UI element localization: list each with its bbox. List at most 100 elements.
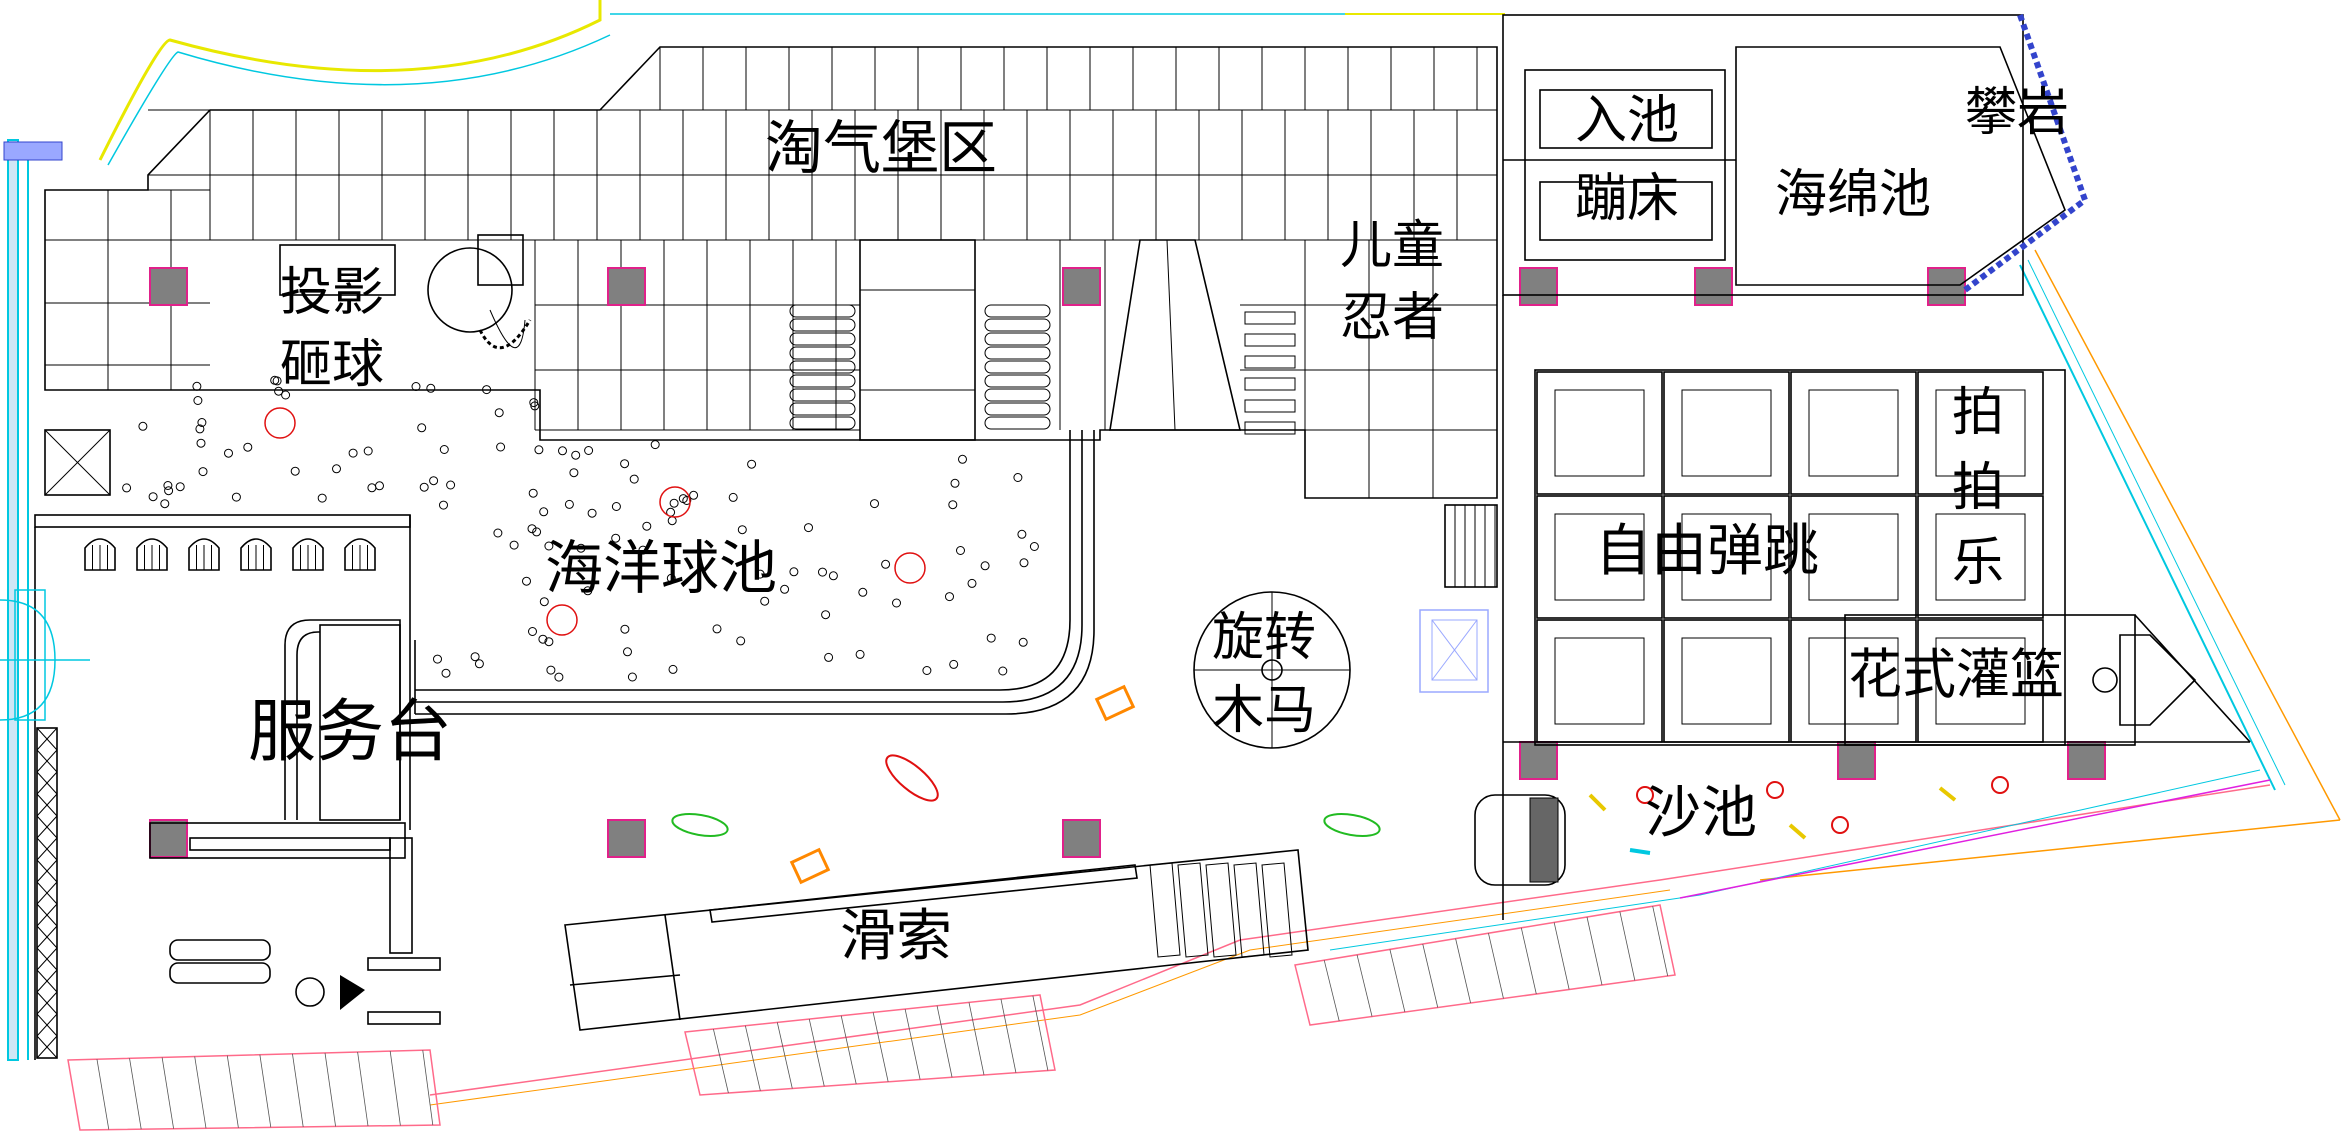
trampoline-cell [1536, 371, 1663, 495]
trampoline-pad [1554, 637, 1645, 725]
ball [532, 527, 542, 537]
ball [163, 481, 173, 490]
toys [671, 684, 2009, 885]
label-ruchi: 入池 [1575, 91, 1679, 151]
label-fuwutai: 服务台 [248, 693, 452, 772]
trampoline-pad [1554, 513, 1645, 601]
ball [122, 483, 132, 493]
ball [528, 488, 538, 498]
ninja-step [1244, 377, 1296, 391]
stair-step [984, 388, 1051, 402]
ball [558, 446, 567, 456]
window-mullion [357, 1051, 369, 1127]
window-mullion [1553, 922, 1570, 990]
ball [611, 502, 621, 511]
window-mullion [324, 1052, 336, 1127]
column [1927, 267, 1966, 306]
trampoline-cell [1536, 495, 1663, 619]
ball [197, 418, 207, 427]
column [1062, 267, 1101, 306]
outer-walls [3, 0, 2341, 1106]
ball [439, 445, 449, 454]
ball [274, 386, 284, 396]
ball [712, 624, 722, 634]
window-mullion [744, 1025, 761, 1091]
ball [433, 654, 442, 664]
column [1694, 267, 1733, 306]
label-renzhe: 忍者 [1340, 288, 1444, 348]
projector-dome [279, 234, 532, 350]
ball [728, 492, 738, 502]
ball [493, 528, 503, 538]
ninja-step [1244, 399, 1296, 413]
ball [539, 507, 549, 517]
ball [650, 440, 660, 450]
seat [188, 538, 220, 571]
zone-labels: 淘气堡区 投影 砸球 儿童 忍者 入池 蹦床 海绵池 攀岩 拍 拍 乐 自由弹跳… [248, 83, 2069, 969]
ball [243, 442, 253, 452]
ball [175, 482, 185, 492]
columns [149, 267, 2106, 858]
label-shachi: 沙池 [1645, 781, 1757, 846]
window-mullion [1488, 933, 1504, 999]
zipline-pad [1149, 862, 1181, 958]
ball [530, 401, 540, 411]
label-haiyang: 海洋球池 [545, 534, 777, 602]
window-mullion [1323, 960, 1340, 1022]
ball [429, 476, 439, 486]
ball [870, 499, 879, 509]
window-mullion [1586, 916, 1603, 986]
ball [689, 490, 699, 500]
ball [967, 578, 977, 588]
window-bay [1294, 904, 1676, 1026]
ninja-step [1244, 355, 1296, 369]
carousel [1193, 591, 1351, 749]
ball [620, 459, 630, 469]
ball [583, 586, 593, 596]
ball [584, 446, 594, 455]
service-area [0, 429, 441, 1060]
ball [669, 498, 679, 508]
ball [546, 665, 556, 675]
stair-step [789, 346, 856, 360]
label-huashi: 花式灌篮 [1848, 643, 2064, 706]
window-mullion [389, 1051, 401, 1126]
ball-pool-balls [122, 375, 1039, 682]
trampoline-cell [1790, 371, 1917, 495]
ball [1018, 637, 1028, 647]
window-mullion [259, 1054, 272, 1128]
trampoline-cell [1917, 371, 2044, 495]
stair-step [984, 346, 1051, 360]
window-mullion [1455, 938, 1471, 1004]
ball [419, 482, 429, 492]
ball [426, 383, 436, 393]
column [149, 267, 188, 306]
ball [348, 448, 358, 458]
seat [84, 538, 116, 571]
ball [755, 569, 765, 579]
ball [821, 610, 831, 620]
trampoline-cell [1663, 371, 1790, 495]
ball [411, 382, 421, 391]
stair-step [984, 332, 1051, 346]
ball [629, 474, 639, 484]
window-mullion [840, 1015, 857, 1085]
label-taoqibao: 淘气堡区 [765, 114, 997, 182]
ball [666, 573, 676, 583]
ball [544, 541, 554, 551]
stair-step [789, 332, 856, 346]
seat [344, 538, 376, 571]
ball [494, 408, 504, 418]
column [1519, 267, 1558, 306]
ball [855, 649, 865, 659]
trampoline-pad [1808, 513, 1899, 601]
window-bay [67, 1049, 441, 1131]
ball [1013, 473, 1023, 482]
ladder-rung [36, 749, 58, 773]
bottom-windows [67, 904, 1676, 1131]
ball [569, 468, 579, 478]
window-mullion [226, 1055, 239, 1128]
label-ertong: 儿童 [1340, 216, 1444, 276]
label-xuanzhuan: 旋转 [1212, 608, 1316, 668]
label-haimianchi: 海绵池 [1775, 165, 1931, 225]
